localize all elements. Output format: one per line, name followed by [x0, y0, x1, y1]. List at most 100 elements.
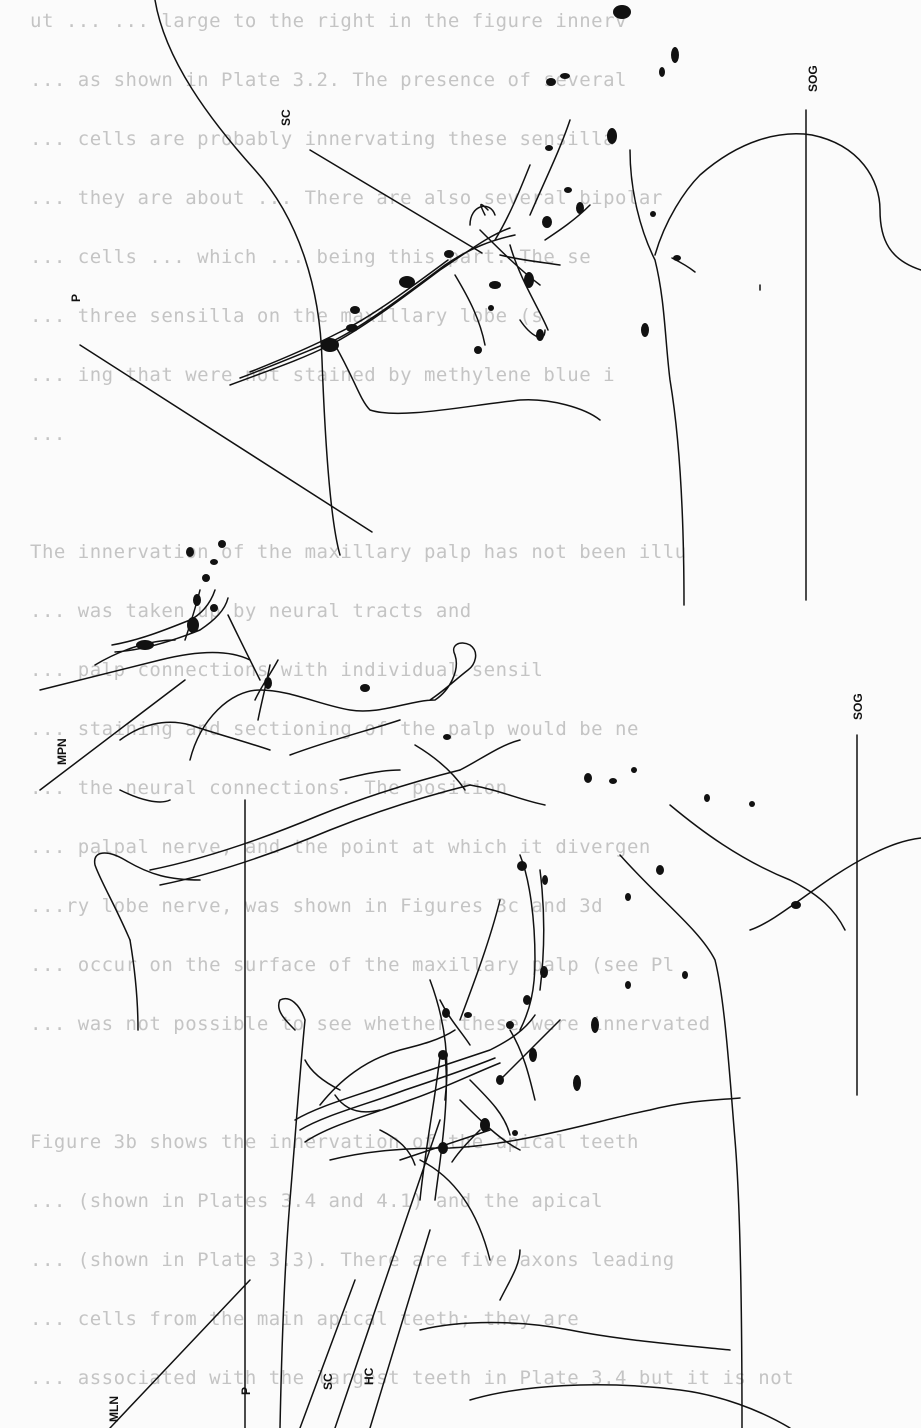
figure-labels: SC P SOG MPN SOG MLN P SC HC — [55, 65, 865, 1422]
nerve-branch — [258, 665, 270, 720]
neuron-soma — [187, 617, 199, 633]
label-sog-lower: SOG — [851, 693, 865, 720]
p-lower-contour — [279, 999, 305, 1428]
neuron-soma — [536, 329, 544, 341]
neuron-soma — [489, 281, 501, 289]
p-leader-line — [80, 345, 372, 532]
label-p-lower: P — [239, 1387, 253, 1395]
neuron-soma — [749, 801, 755, 807]
sog-lower-contour — [750, 838, 921, 930]
nerve-branch — [455, 275, 485, 345]
nerve-fiber — [290, 720, 400, 755]
nerve-fiber — [340, 770, 400, 780]
neuron-soma — [584, 773, 592, 783]
neuron-soma — [210, 604, 218, 612]
left-contour — [95, 853, 200, 940]
upper-figure — [80, 0, 921, 605]
neuron-soma — [609, 778, 617, 784]
neuron-soma — [350, 306, 360, 314]
nerve-branch — [228, 615, 260, 680]
nerve-fiber — [460, 740, 520, 770]
vertical-contour — [630, 150, 684, 605]
sog-lower-contour — [670, 805, 845, 930]
neuron-soma — [607, 128, 617, 144]
nerve-branch — [500, 1020, 560, 1080]
neuron-soma — [210, 559, 218, 565]
neuron-soma — [480, 1118, 490, 1132]
label-sc-lower: SC — [321, 1373, 335, 1390]
neuron-soma — [542, 875, 548, 885]
neuron-soma — [438, 1142, 448, 1154]
neuron-soma — [613, 5, 631, 19]
neuron-soma — [438, 1050, 448, 1060]
long-nerve-fiber — [160, 785, 470, 885]
neuron-soma — [488, 305, 494, 311]
neuron-soma — [218, 540, 226, 548]
nerve-fiber — [470, 785, 545, 805]
nerve-fiber — [420, 1160, 490, 1260]
label-sog-upper: SOG — [806, 65, 820, 92]
nerve-bundle — [295, 1015, 535, 1120]
coiled-fiber — [190, 643, 476, 760]
long-nerve-fiber — [150, 770, 460, 870]
mln-leader-line — [110, 1280, 250, 1428]
neuron-soma — [517, 861, 527, 871]
neuron-soma — [564, 187, 572, 193]
sog-ganglion-contour — [655, 134, 921, 270]
nerve-fiber — [335, 1095, 380, 1112]
neuron-soma — [443, 734, 451, 740]
nerve-branch — [510, 1030, 535, 1100]
nerve-branch — [470, 1080, 510, 1135]
nerve-fiber — [305, 1060, 340, 1090]
neuron-soma — [193, 594, 201, 606]
nerve-fiber — [40, 653, 250, 691]
neuron-soma — [202, 574, 210, 582]
neuron-soma — [186, 547, 194, 557]
neuron-soma — [791, 901, 801, 909]
neuron-soma — [576, 202, 584, 214]
neuron-soma — [464, 1012, 472, 1018]
mpn-leader-line — [40, 680, 185, 790]
neuron-soma — [523, 995, 531, 1005]
outer-contour-line — [155, 0, 340, 555]
nerve-bundle — [250, 260, 448, 372]
label-hc: HC — [362, 1367, 376, 1385]
sc-leader-line-upper — [310, 150, 482, 253]
right-vertical-contour — [620, 855, 742, 1428]
neuron-soma — [512, 1130, 518, 1136]
neuron-soma — [546, 78, 556, 86]
neuron-soma — [524, 272, 534, 288]
nerve-branch — [530, 120, 570, 215]
nerve-branch — [495, 165, 530, 240]
neuron-soma — [671, 47, 679, 63]
neuron-soma — [474, 346, 482, 354]
neuron-soma — [625, 893, 631, 901]
nerve-branch — [500, 255, 560, 265]
neuron-soma — [264, 677, 272, 689]
label-mln: MLN — [107, 1396, 121, 1422]
nerve-fiber — [120, 790, 170, 802]
neuron-soma — [540, 966, 548, 978]
neuron-soma — [659, 67, 665, 77]
upper-neuron-cells — [321, 5, 681, 354]
neuron-soma — [650, 211, 656, 217]
neuron-soma — [321, 338, 339, 352]
left-contour — [130, 940, 138, 1030]
neuron-soma — [656, 865, 664, 875]
lower-figure — [40, 590, 921, 1428]
nerve-fiber — [415, 745, 465, 790]
lower-nerve-fiber — [335, 345, 600, 420]
nerve-fiber — [500, 1250, 520, 1300]
neuron-soma — [136, 640, 154, 650]
neuron-soma — [506, 1021, 514, 1029]
neuron-soma — [346, 324, 358, 332]
neuron-soma — [573, 1075, 581, 1091]
neuron-soma — [704, 794, 710, 802]
neuron-soma — [673, 255, 681, 261]
neuron-soma — [625, 981, 631, 989]
neuron-soma — [631, 767, 637, 773]
lower-nerve-fiber — [420, 1323, 730, 1351]
neuron-soma — [496, 1075, 504, 1085]
nerve-fiber — [95, 640, 175, 665]
